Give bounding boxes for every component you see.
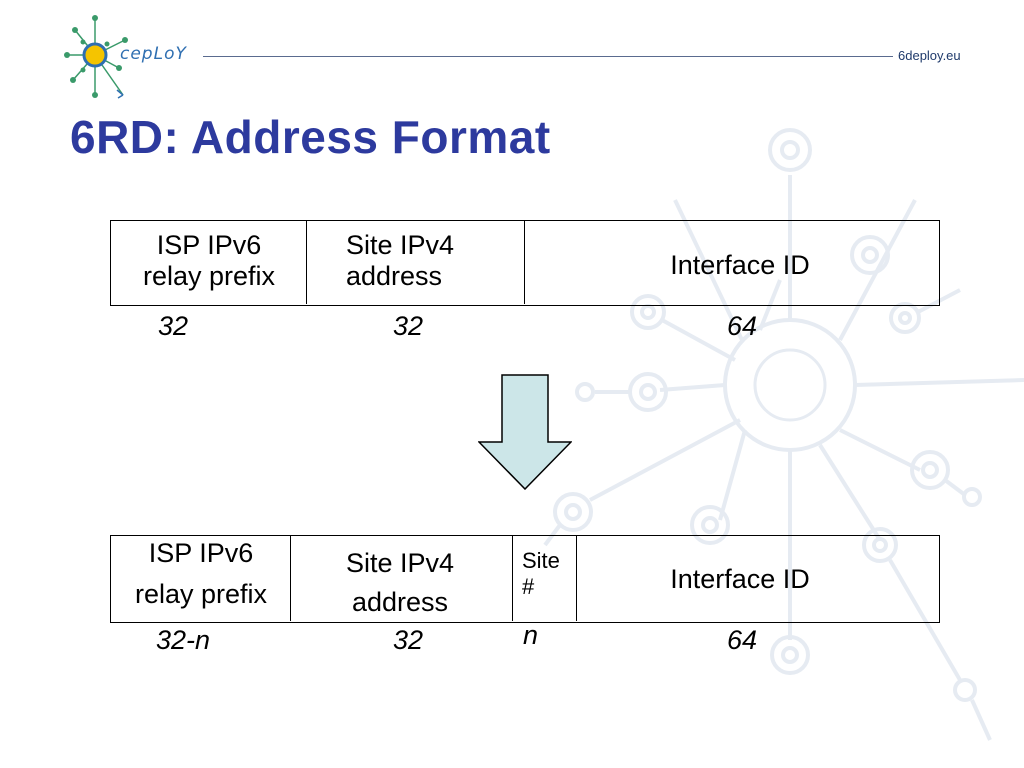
top-bits-isp-prefix: 32: [158, 311, 189, 341]
top-address-box: [110, 220, 940, 306]
top-field-site-ipv4-line2: address: [346, 261, 443, 291]
bottom-bits-site-ipv4: 32: [393, 625, 424, 655]
slide-title: 6RD: Address Format: [70, 111, 551, 163]
top-bits-site-ipv4: 32: [393, 311, 424, 341]
top-field-interface-id: Interface ID: [670, 250, 810, 280]
down-arrow-shape: [478, 374, 572, 490]
bottom-divider-3: [576, 535, 577, 621]
top-field-isp-prefix: ISP IPv6 relay prefix: [112, 230, 306, 292]
top-divider-2: [524, 220, 525, 304]
bottom-address-box: [110, 535, 940, 623]
bottom-field-isp-prefix-line2: relay prefix: [134, 579, 268, 609]
top-field-site-ipv4: Site IPv4 address: [330, 230, 500, 292]
top-divider-1: [306, 220, 307, 304]
bottom-field-site-number: Site #: [522, 548, 578, 600]
header-rule: [203, 56, 893, 57]
bottom-divider-2: [512, 535, 513, 621]
bottom-bits-site-number: n: [523, 620, 539, 650]
6deploy-logo: [64, 15, 128, 99]
bottom-bits-interface-id: 64: [727, 625, 758, 655]
site-url: 6deploy.eu: [898, 48, 961, 63]
bottom-bits-isp-prefix: 32-n: [156, 625, 211, 655]
bottom-field-site-number-line1: Site: [522, 548, 560, 573]
bottom-field-isp-prefix: ISP IPv6 relay prefix: [111, 538, 291, 610]
logo-wordmark: cepLoY: [120, 44, 187, 64]
bottom-field-site-ipv4-line2: address: [351, 587, 449, 617]
bottom-divider-1: [290, 535, 291, 621]
top-bits-interface-id: 64: [727, 311, 758, 341]
bottom-field-site-number-line2: #: [522, 574, 535, 599]
bottom-field-site-ipv4: Site IPv4 address: [300, 548, 500, 618]
top-field-isp-prefix-line1: ISP IPv6: [156, 230, 262, 260]
bottom-field-interface-id: Interface ID: [670, 564, 810, 594]
top-field-isp-prefix-line2: relay prefix: [142, 261, 276, 291]
bottom-field-isp-prefix-line1: ISP IPv6: [148, 538, 254, 568]
down-arrow: [478, 374, 572, 490]
top-field-site-ipv4-line1: Site IPv4: [346, 230, 455, 260]
bottom-field-site-ipv4-line1: Site IPv4: [345, 548, 455, 578]
